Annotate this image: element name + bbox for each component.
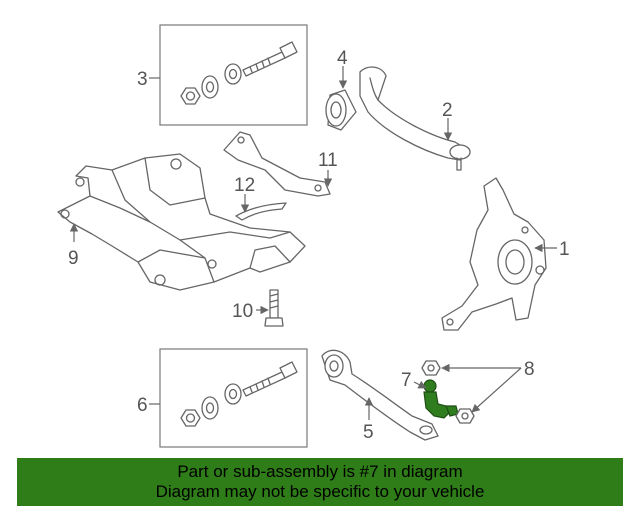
callout-7: 7: [401, 370, 412, 391]
callout-4: 4: [337, 48, 348, 69]
control-arm-part-2: [359, 66, 471, 171]
ball-joint-part-7: [423, 379, 459, 419]
callout-5: 5: [363, 422, 374, 443]
callout-9: 9: [68, 248, 79, 269]
callout-6: 6: [137, 395, 148, 416]
callout-12: 12: [234, 175, 255, 196]
subframe-part-9: [57, 153, 306, 291]
callout-10: 10: [232, 301, 253, 322]
info-banner: Part or sub-assembly is #7 in diagram Di…: [17, 458, 623, 506]
callout-11: 11: [318, 150, 338, 171]
bolt-part-10: [264, 289, 284, 327]
bracket-part-11: [223, 131, 331, 197]
callout-1: 1: [559, 239, 570, 260]
callout-3: 3: [137, 69, 148, 90]
steering-knuckle-part-1: [441, 177, 547, 331]
hardware-kit-upper: [180, 41, 298, 105]
nut-part-8: [421, 360, 475, 424]
bushing-part-4: [325, 89, 357, 131]
banner-line-1: Part or sub-assembly is #7 in diagram: [177, 462, 463, 481]
banner-line-2: Diagram may not be specific to your vehi…: [155, 482, 485, 501]
hardware-box-lower: [159, 348, 308, 448]
callout-8: 8: [524, 359, 535, 380]
callout-2: 2: [442, 100, 453, 121]
control-arm-part-5: [321, 349, 439, 441]
hardware-kit-lower: [180, 361, 298, 427]
brace-part-12: [235, 202, 287, 221]
hardware-box-upper: [159, 24, 308, 126]
